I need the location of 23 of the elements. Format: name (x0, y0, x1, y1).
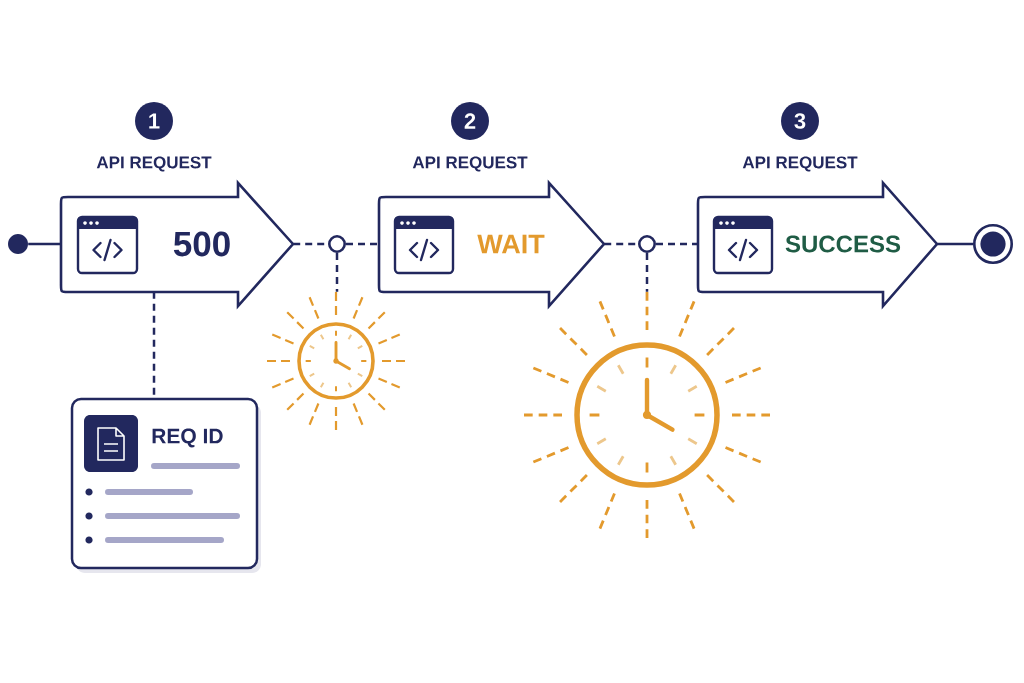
step-label: API REQUEST (412, 156, 528, 172)
number-badge: 1 (135, 102, 173, 140)
dashed-line (656, 242, 698, 246)
step-label: API REQUEST (742, 156, 858, 172)
junction-circle (638, 235, 656, 253)
clock-icon (265, 290, 407, 432)
end-target (973, 224, 1013, 264)
arrow-box: SUCCESS (696, 181, 939, 308)
connector-line (28, 242, 61, 246)
dashed-line (604, 242, 638, 246)
dashed-line (152, 291, 156, 398)
step-label: API REQUEST (96, 156, 212, 172)
arrow-box: WAIT (377, 181, 606, 308)
junction-circle (328, 235, 346, 253)
start-dot (8, 234, 28, 254)
number-badge: 2 (451, 102, 489, 140)
arrow-box: 500 (59, 181, 295, 308)
dashed-line (645, 253, 649, 292)
dashed-line (335, 253, 339, 292)
connector-line (937, 242, 973, 246)
clock-icon (522, 290, 772, 540)
number-badge: 3 (781, 102, 819, 140)
dashed-line (346, 242, 379, 246)
